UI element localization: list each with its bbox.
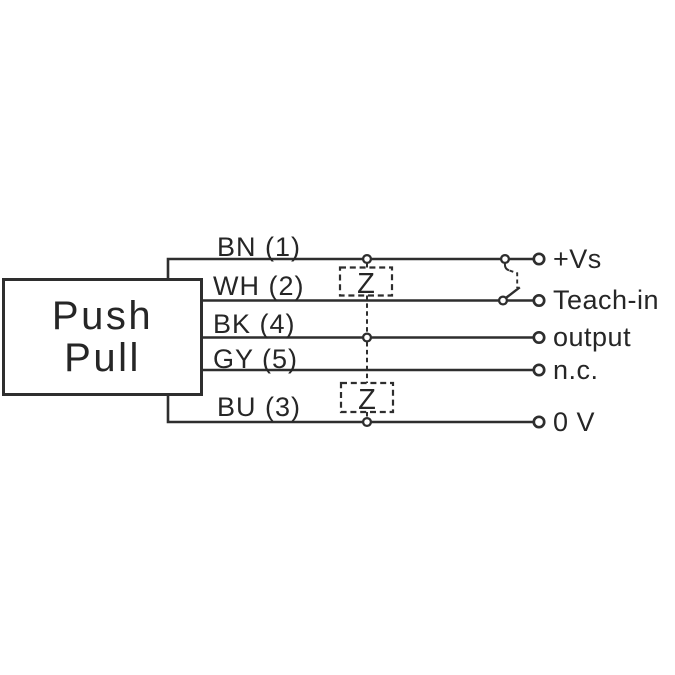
junction-dot-0v	[361, 416, 373, 428]
wire-label-bn: BN (1)	[217, 232, 302, 262]
junction-dot-vs	[361, 253, 373, 265]
terminal-label-0v: 0 V	[553, 406, 596, 437]
device-box: Push Pull	[2, 278, 203, 396]
z-box-1	[338, 266, 394, 297]
terminal-circle-vs	[532, 252, 546, 266]
z-label-1: Z	[357, 268, 375, 300]
wire-label-bu: BU (3)	[217, 392, 302, 422]
z-box-2	[339, 381, 395, 414]
junction-dot-output	[361, 332, 373, 343]
switch-upper-contact	[503, 263, 510, 272]
switch-linkage-dashed	[509, 269, 519, 288]
switch-pivot-lower	[497, 295, 509, 306]
terminal-label-nc: n.c.	[553, 354, 599, 385]
device-label-line2: Pull	[64, 336, 141, 380]
switch-pivot-upper	[499, 253, 511, 265]
terminal-circle-nc	[532, 363, 546, 377]
device-label-line1: Push	[51, 294, 154, 338]
terminal-label-vs: +Vs	[553, 243, 602, 274]
wire-bu	[166, 395, 534, 424]
wire-label-bk: BK (4)	[213, 309, 296, 339]
z-label-2: Z	[358, 384, 376, 416]
terminal-circle-0v	[532, 415, 546, 429]
terminal-label-teachin: Teach-in	[553, 285, 660, 315]
terminal-circle-teachin	[532, 293, 546, 308]
wire-bn	[166, 257, 534, 279]
switch-blade	[503, 286, 521, 300]
wire-label-wh: WH (2)	[213, 271, 305, 301]
terminal-circle-output	[532, 330, 546, 345]
terminal-label-output: output	[553, 322, 632, 352]
wire-label-gy: GY (5)	[213, 344, 299, 374]
